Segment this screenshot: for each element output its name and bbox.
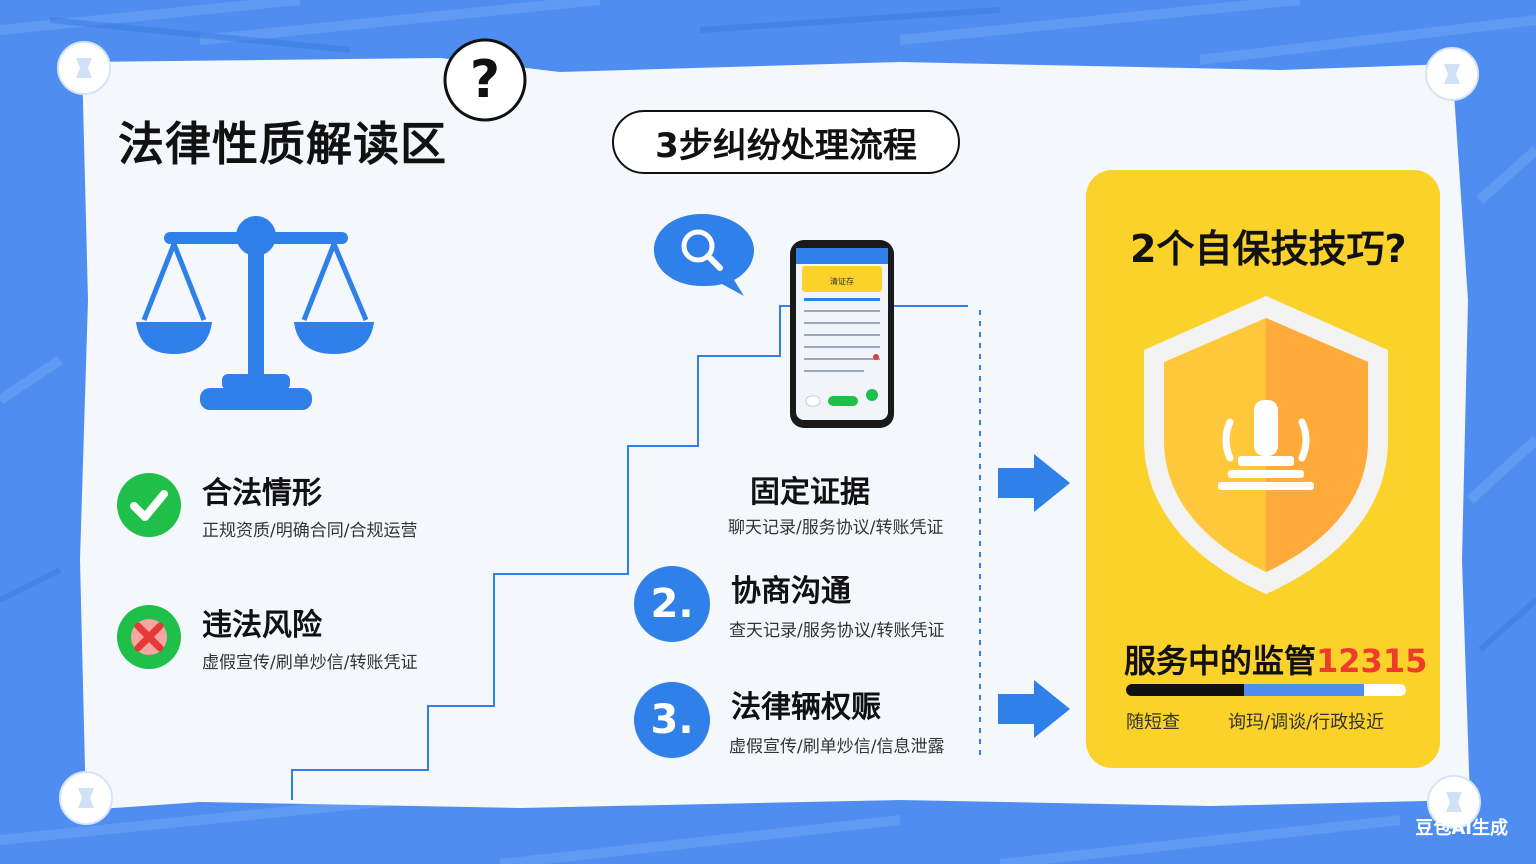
- step-3-title: 法律辆权赈: [731, 690, 881, 725]
- tips-card-title: 2个自保技技巧?: [1130, 227, 1407, 271]
- arrow-right-icon: [998, 454, 1070, 512]
- left-panel-title: 法律性质解读区: [118, 117, 447, 171]
- hotline-number: 12315: [1316, 642, 1428, 680]
- pin-bottom-right: [1427, 775, 1481, 829]
- step-2-number: 2.: [634, 566, 710, 642]
- arrow-right-icon: [998, 680, 1070, 738]
- illegal-risk-item: 违法风险 虚假宣传/刷单炒信/转账凭证: [116, 604, 476, 684]
- cross-icon: [117, 605, 181, 669]
- staircase-line: [291, 305, 981, 800]
- watermark: 豆包AI生成: [1415, 818, 1508, 839]
- progress-segment-black: [1126, 684, 1244, 696]
- legal-case-title: 合法情形: [202, 476, 322, 511]
- tips-left-text: 随短查: [1126, 712, 1180, 733]
- step-2-desc: 查天记录/服务协议/转账凭证: [729, 621, 945, 641]
- search-bubble-icon: [654, 214, 754, 296]
- flow-title: 3步纠纷处理流程: [612, 110, 960, 174]
- question-mark-icon: ?: [443, 38, 527, 122]
- step-3-desc: 虚假宣传/刷单炒信/信息泄露: [729, 737, 945, 757]
- legal-case-desc: 正规资质/明确合同/合规运营: [202, 521, 418, 541]
- monitor-hotline: 服务中的监管12315: [1124, 636, 1427, 682]
- legal-case-item: 合法情形 正规资质/明确合同/合规运营: [116, 472, 476, 552]
- step-1-title: 固定证据: [750, 475, 870, 510]
- phone-header-text: 清证存: [830, 276, 854, 286]
- svg-text:?: ?: [470, 50, 500, 110]
- step-1-desc: 聊天记录/服务协议/转账凭证: [728, 518, 944, 538]
- self-protection-tips-card: 2个自保技技巧? 服务中的监管12315 随短查 询玛/调谈/行政投近: [1086, 170, 1440, 768]
- progress-segment-blue: [1243, 684, 1364, 696]
- phone-illustration: 清证存: [790, 240, 894, 428]
- illegal-risk-title: 违法风险: [202, 608, 322, 643]
- illegal-risk-desc: 虚假宣传/刷单炒信/转账凭证: [202, 653, 418, 673]
- pin-top-right: [1425, 47, 1479, 101]
- step-3-number: 3.: [634, 682, 710, 758]
- step-3: 3. 法律辆权赈 虚假宣传/刷单炒信/信息泄露: [634, 682, 984, 762]
- checkmark-icon: [117, 473, 181, 537]
- step-2: 2. 协商沟通 查天记录/服务协议/转账凭证: [634, 566, 984, 646]
- progress-bar: [1126, 684, 1406, 696]
- pin-top-left: [57, 41, 111, 95]
- scales-of-justice-icon: [136, 216, 374, 410]
- tips-right-text: 询玛/调谈/行政投近: [1228, 712, 1385, 733]
- step-2-title: 协商沟通: [731, 574, 851, 609]
- monitor-label: 服务中的监管: [1124, 642, 1317, 680]
- pin-bottom-left: [59, 771, 113, 825]
- shield-icon: [1144, 296, 1388, 594]
